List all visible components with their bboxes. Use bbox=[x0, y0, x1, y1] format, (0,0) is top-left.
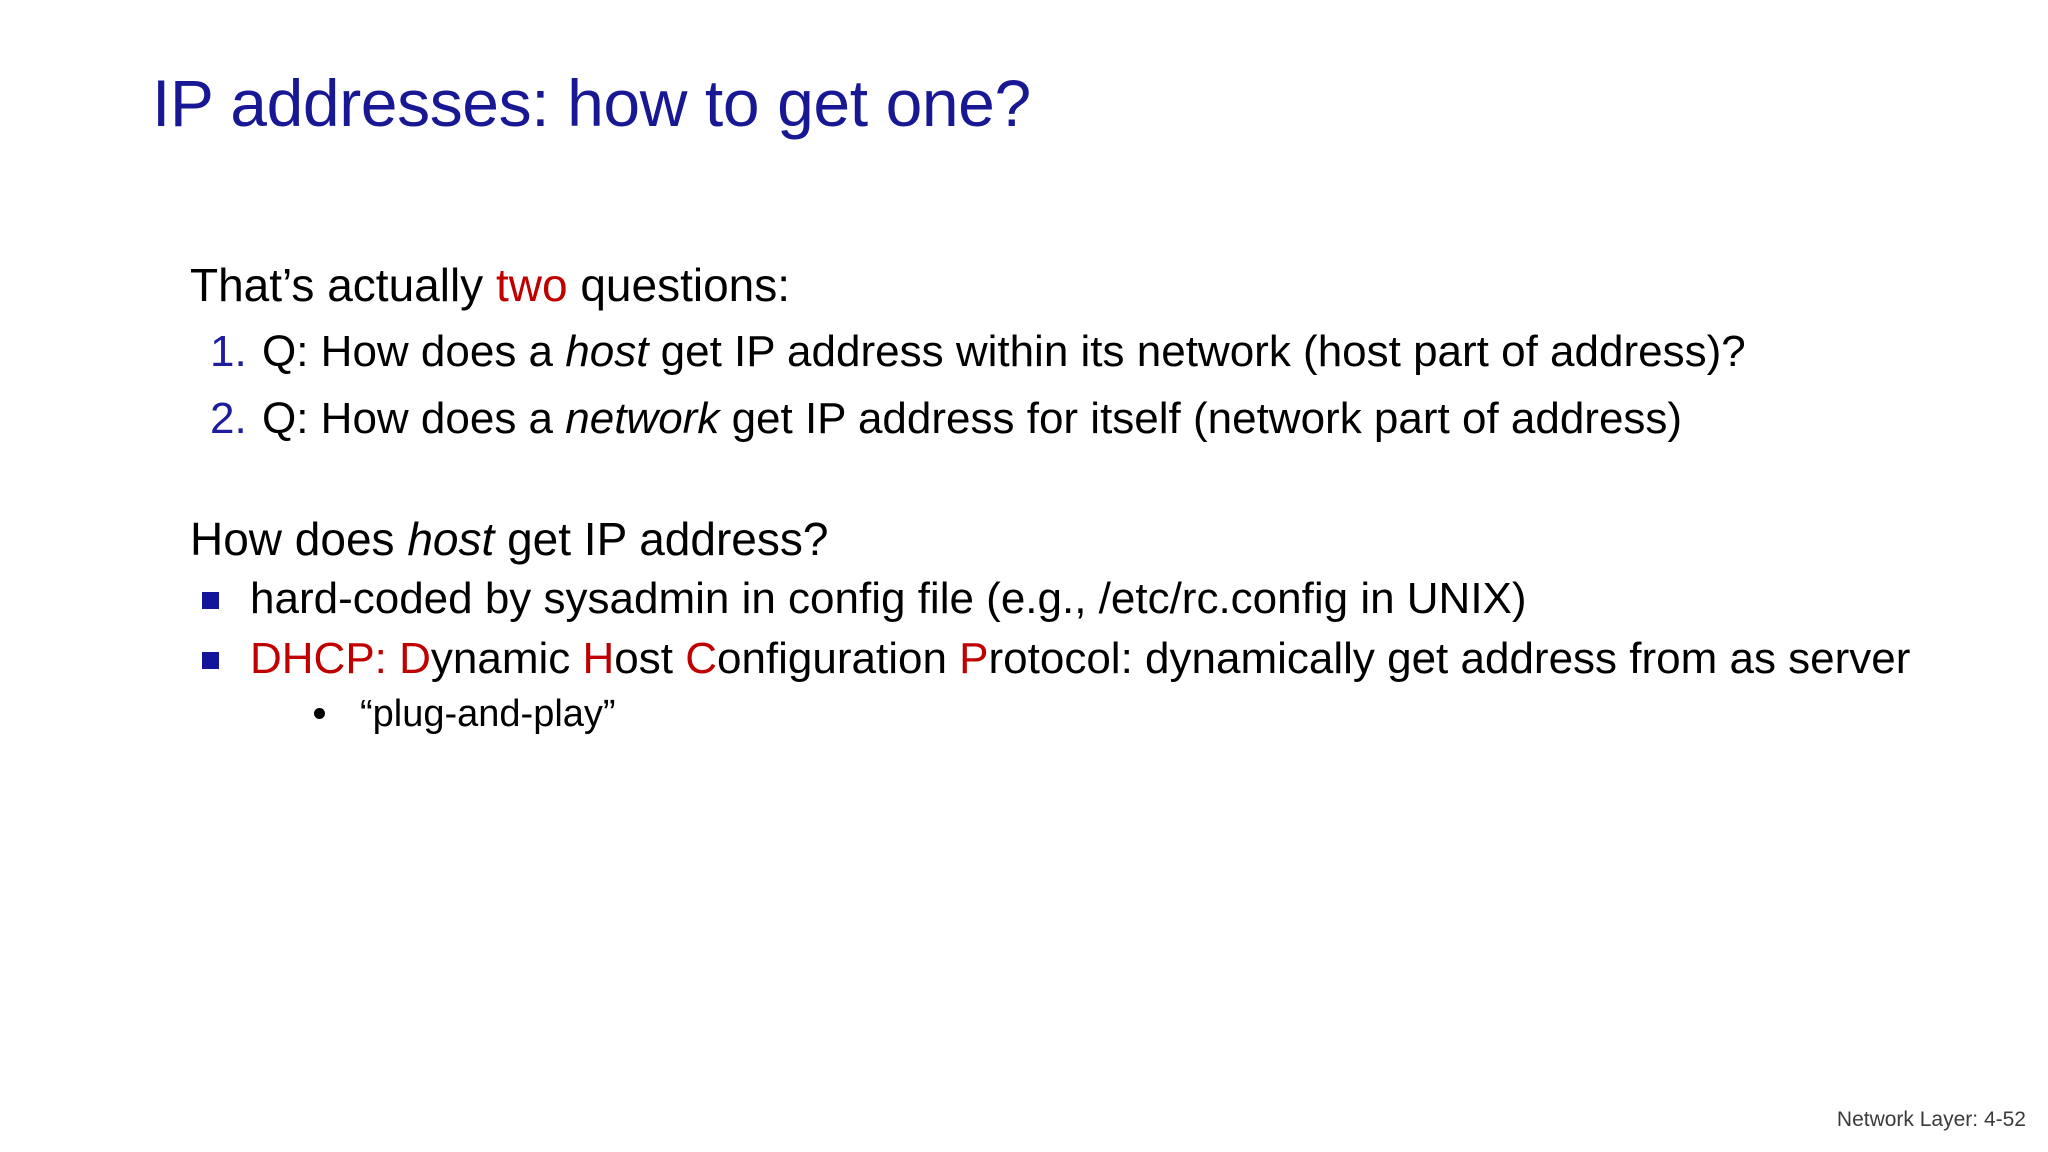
section-heading-before: How does bbox=[190, 512, 408, 565]
slide-body: That’s actually two questions: 1. Q: How … bbox=[190, 258, 2000, 744]
bullet-segment: DHCP: bbox=[250, 633, 400, 683]
lead-line-highlight: two bbox=[495, 259, 568, 311]
section-heading-emphasis: host bbox=[407, 512, 495, 565]
questions-list: 1. Q: How does a host get IP address with… bbox=[190, 326, 2000, 446]
lead-line: That’s actually two questions: bbox=[190, 258, 2000, 312]
bullet-segment: rotocol: dynamically get address from as… bbox=[988, 633, 1911, 683]
list-item: hard-coded by sysadmin in config file (e… bbox=[190, 572, 2000, 626]
bullet-list: hard-coded by sysadmin in config file (e… bbox=[190, 572, 2000, 738]
bullet-segment: P bbox=[959, 633, 989, 683]
list-item: DHCP: Dynamic Host Configuration Protoco… bbox=[190, 632, 2000, 738]
bullet-segment: onfiguration bbox=[716, 633, 960, 683]
question-text-before: Q: How does a bbox=[262, 327, 566, 377]
list-item: 2. Q: How does a network get IP address f… bbox=[190, 393, 2000, 446]
bullet-text: hard-coded by sysadmin in config file (e… bbox=[250, 574, 1527, 624]
question-text-after: get IP address within its network (host … bbox=[648, 327, 1746, 377]
list-item: “plug-and-play” bbox=[250, 691, 2000, 737]
square-bullet-icon bbox=[202, 651, 219, 669]
question-text-after: get IP address for itself (network part … bbox=[719, 394, 1683, 444]
bullet-segment: ost bbox=[614, 633, 686, 683]
slide-footer: Network Layer: 4-52 bbox=[1836, 1108, 2026, 1131]
section-heading: How does host get IP address? bbox=[190, 512, 2000, 566]
bullet-segment: ynamic bbox=[430, 633, 583, 683]
lead-line-part1: That’s actually bbox=[190, 259, 496, 311]
square-bullet-icon bbox=[202, 592, 219, 610]
question-emphasis: network bbox=[565, 394, 720, 444]
list-marker: 2. bbox=[210, 394, 247, 444]
list-marker: 1. bbox=[210, 327, 247, 377]
bullet-segment: C bbox=[685, 633, 717, 683]
sub-bullet-list: “plug-and-play” bbox=[250, 691, 2000, 737]
question-emphasis: host bbox=[565, 327, 649, 377]
section-heading-after: get IP address? bbox=[494, 512, 829, 565]
round-bullet-icon bbox=[314, 708, 325, 720]
bullet-segment: D bbox=[399, 633, 431, 683]
question-text-before: Q: How does a bbox=[262, 394, 566, 444]
list-item: 1. Q: How does a host get IP address with… bbox=[190, 326, 2000, 379]
lead-line-part2: questions: bbox=[567, 259, 791, 311]
sub-bullet-text: “plug-and-play” bbox=[360, 693, 616, 736]
bullet-segment: H bbox=[582, 633, 615, 683]
page-title: IP addresses: how to get one? bbox=[152, 66, 1031, 140]
